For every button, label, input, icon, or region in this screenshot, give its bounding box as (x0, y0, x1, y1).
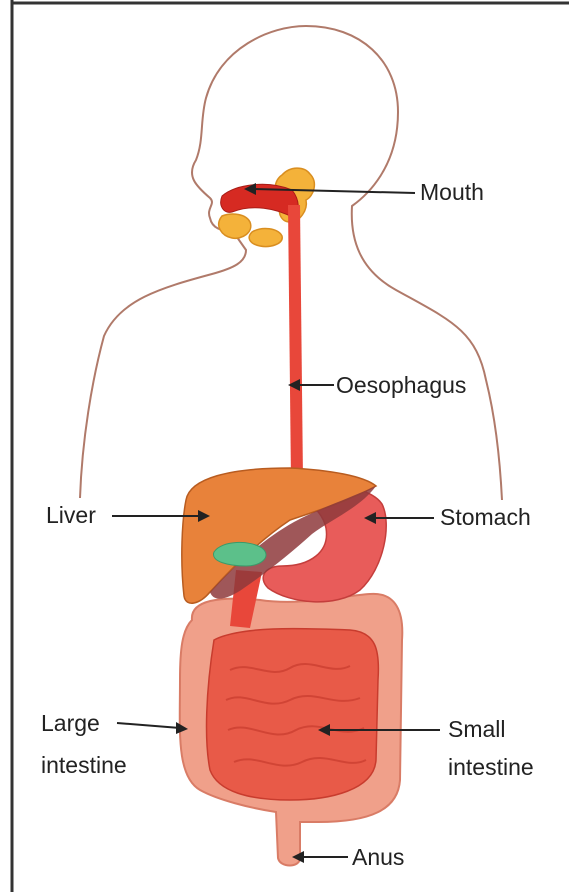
gallbladder-organ (213, 542, 266, 566)
esophagus-organ (288, 205, 303, 482)
label-mouth: Mouth (420, 179, 484, 205)
label-large-intestine-line1: Large (41, 710, 100, 736)
arrow-large-intestine (117, 722, 188, 734)
label-anus: Anus (352, 844, 404, 870)
small-intestine-organ (207, 629, 379, 800)
label-oesophagus: Oesophagus (336, 372, 466, 398)
label-large-intestine-line2: intestine (41, 752, 127, 778)
label-small-intestine-line2: intestine (448, 754, 534, 780)
label-small-intestine-line1: Small (448, 716, 506, 742)
label-liver: Liver (46, 502, 96, 528)
label-stomach: Stomach (440, 504, 531, 530)
arrow-stomach (364, 512, 434, 524)
